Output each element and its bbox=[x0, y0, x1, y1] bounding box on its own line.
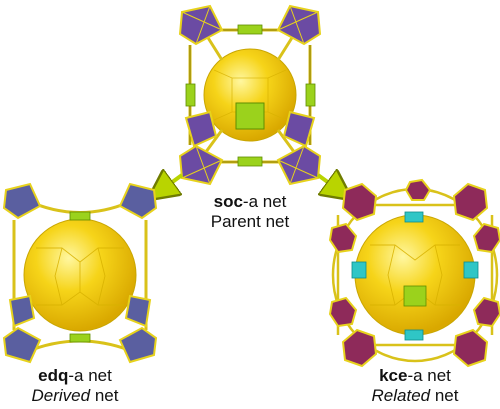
kce-net-suffix: -a net bbox=[407, 366, 451, 385]
soc-net-role-suffix: net bbox=[260, 212, 290, 231]
edq-linker-bottom bbox=[69, 333, 91, 343]
edq-net-role-suffix: net bbox=[90, 386, 119, 405]
soc-net-suffix: -a net bbox=[242, 192, 287, 211]
arrow-to-edq bbox=[160, 175, 184, 191]
soc-net-structure bbox=[178, 4, 322, 186]
arrow-to-kce bbox=[316, 175, 340, 191]
soc-net-caption: soc-a net Parent net bbox=[200, 192, 300, 232]
soc-linker-left bbox=[185, 83, 196, 107]
kce-square-faces bbox=[351, 211, 479, 341]
kce-net-structure bbox=[328, 178, 500, 368]
kce-net-role-suffix: net bbox=[430, 386, 459, 405]
soc-cage-sphere bbox=[203, 48, 297, 142]
kce-net-role: Related bbox=[371, 386, 431, 405]
kce-net-caption: kce-a net Related net bbox=[360, 366, 470, 406]
edq-net-caption: edq-a net Derived net bbox=[20, 366, 130, 406]
kce-net-name: kce bbox=[379, 366, 408, 385]
edq-octahedra bbox=[2, 182, 158, 364]
edq-linker-top bbox=[69, 211, 91, 221]
kce-cage-sphere bbox=[354, 214, 476, 336]
soc-octahedra bbox=[178, 4, 322, 186]
soc-linker-right bbox=[305, 83, 316, 107]
soc-net-role: Parent bbox=[210, 212, 261, 231]
soc-square-face bbox=[235, 102, 265, 130]
kce-green-face bbox=[403, 285, 427, 307]
soc-linker-bottom bbox=[237, 156, 263, 167]
edq-net-suffix: -a net bbox=[68, 366, 112, 385]
edq-net-name: edq bbox=[38, 366, 69, 385]
edq-net-structure bbox=[2, 182, 158, 364]
soc-net-name: soc bbox=[213, 192, 243, 211]
kce-polyhedra bbox=[328, 178, 500, 368]
edq-net-role: Derived bbox=[31, 386, 91, 405]
soc-linker-top bbox=[237, 24, 263, 35]
